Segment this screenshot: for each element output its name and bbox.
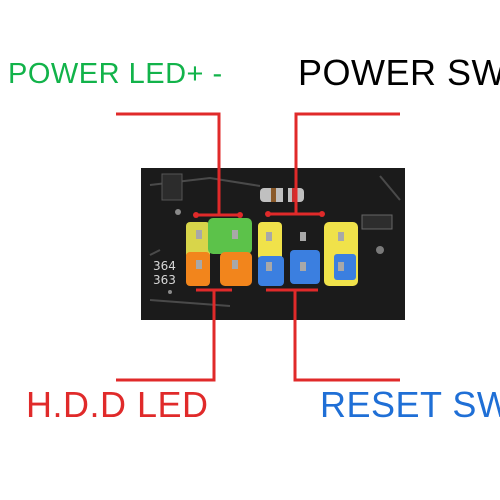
power-led-label: POWER LED+ - (8, 58, 223, 90)
leader-power-led (116, 112, 221, 217)
pin-block-yellow-left (186, 222, 210, 258)
header-pins (196, 230, 344, 271)
leader-dots (193, 211, 325, 218)
hdd-led-label: H.D.D LED (26, 384, 209, 425)
pin-header (186, 218, 358, 286)
leader-lines (116, 112, 400, 382)
pin-block-green (208, 218, 252, 254)
silkscreen-364: 364 (153, 259, 176, 273)
pin-block-blue-right (334, 254, 356, 280)
silkscreen-363: 363 (153, 273, 176, 287)
leader-power-sw (268, 112, 400, 216)
leader-reset-sw (293, 290, 400, 382)
reset-sw-label: RESET SW (320, 384, 500, 425)
leader-hdd-led (116, 290, 216, 382)
power-sw-label: POWER SW (298, 52, 500, 93)
